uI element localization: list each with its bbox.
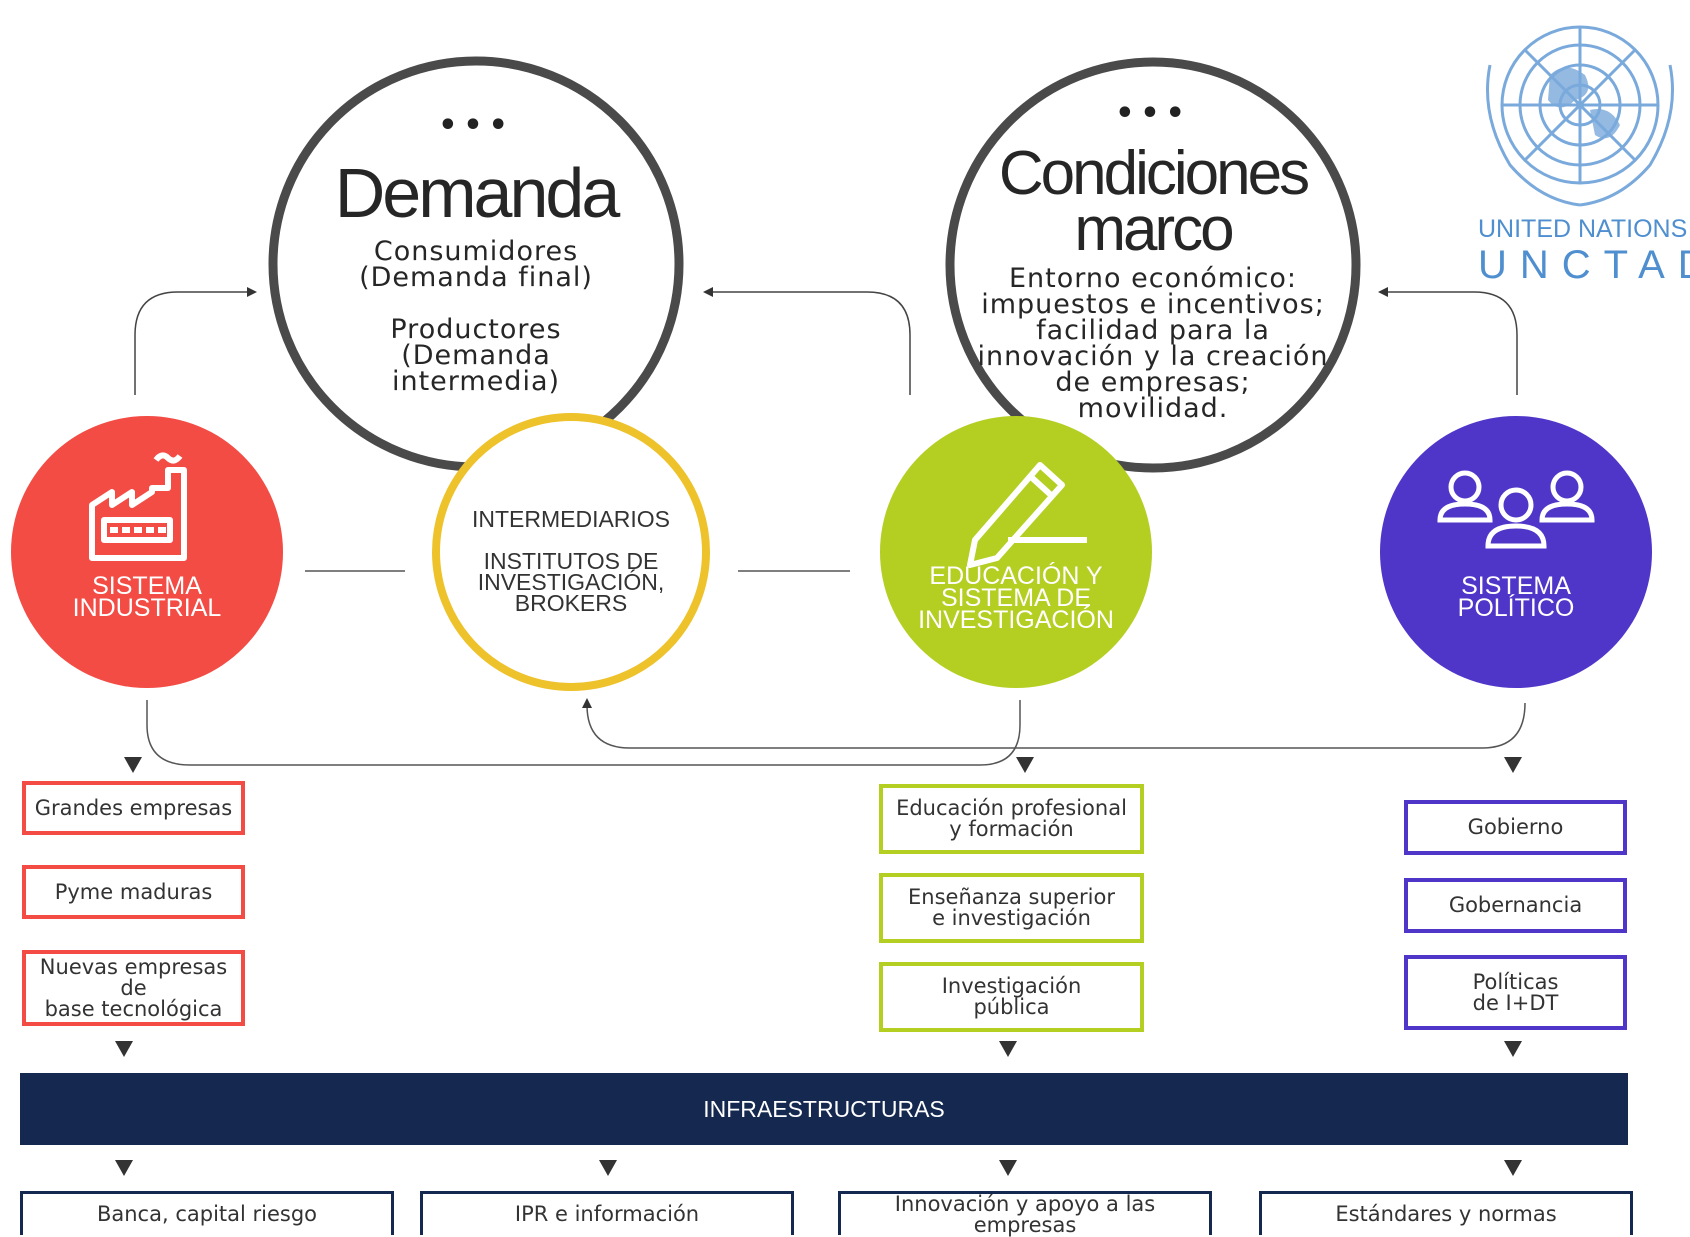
framework-circle (945, 57, 1361, 473)
arrow-industrial-to-demand (134, 287, 257, 395)
demand-consumers: Consumidores (373, 236, 579, 267)
box-gobernancia: Gobernancia (1404, 878, 1627, 933)
demand-title: Demanda (334, 154, 621, 232)
framework-dots: ••• (1115, 96, 1191, 131)
education-node (880, 416, 1152, 688)
link-industrial-bottom (146, 700, 1021, 766)
framework-title-1: Condiciones (998, 139, 1310, 208)
factory-icon (89, 452, 187, 561)
link-political-to-intermediaries (582, 698, 1526, 749)
arrow-education-to-demand (703, 287, 911, 395)
down-arrows (115, 757, 1522, 1176)
un-logo-text: UNITED NATIONS (1478, 215, 1688, 243)
demand-dots: ••• (438, 108, 514, 143)
box-innovacion: Innovación y apoyo a las empresas (838, 1191, 1212, 1235)
box-grandes-empresas: Grandes empresas (22, 781, 245, 835)
arrow-political-to-framework (1378, 287, 1518, 395)
demand-intermediate-1: (Demanda (401, 340, 551, 371)
box-gobierno: Gobierno (1404, 800, 1627, 855)
box-estandares: Estándares y normas (1259, 1191, 1633, 1235)
framework-text: Entorno económico: impuestos e incentivo… (977, 263, 1329, 424)
un-emblem-icon (1486, 25, 1674, 207)
box-pyme-maduras: Pyme maduras (22, 865, 245, 919)
unctad-logo-text: UNCTAD (1478, 243, 1690, 287)
intermediaries-title: INTERMEDIARIOS (471, 506, 671, 532)
demand-producers: Productores (390, 314, 562, 345)
pencil-icon (967, 462, 1087, 568)
framework-title-2: marco (1074, 195, 1234, 264)
industrial-node (11, 416, 283, 688)
intermediaries-node (432, 413, 710, 691)
people-icon (1437, 470, 1595, 549)
box-banca: Banca, capital riesgo (20, 1191, 394, 1235)
box-ipr: IPR e información (420, 1191, 794, 1235)
intermediaries-label: INTERMEDIARIOS INSTITUTOS DE INVESTIGACI… (446, 506, 696, 615)
political-label: SISTEMA POLÍTICO (1457, 572, 1575, 622)
infrastructure-bar: INFRAESTRUCTURAS (20, 1073, 1628, 1145)
framework-title: Condiciones marco (963, 139, 1343, 264)
industrial-label: SISTEMA INDUSTRIAL (72, 572, 222, 622)
demand-intermediate-2: intermedia) (391, 366, 561, 397)
demand-final: (Demanda final) (359, 262, 593, 293)
education-label: EDUCACIÓN Y SISTEMA DE INVESTIGACIÓN (918, 562, 1114, 634)
demand-text: Consumidores (Demanda final) Productores… (296, 236, 656, 397)
political-node (1380, 416, 1652, 688)
